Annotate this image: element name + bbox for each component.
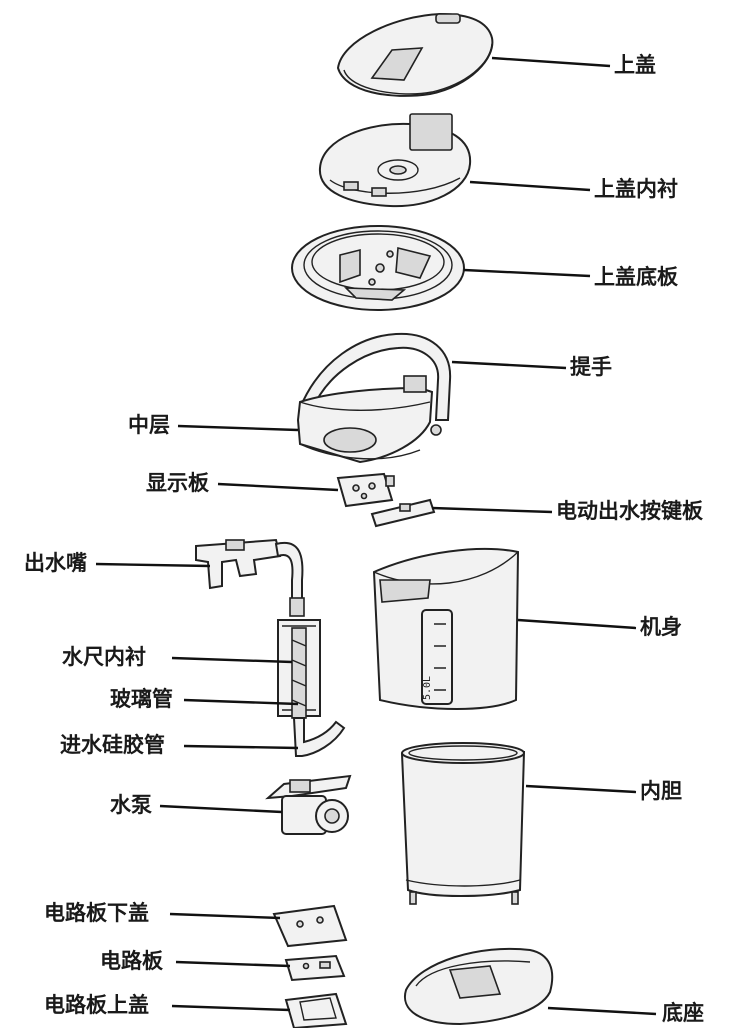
pcb-part [284,954,346,982]
spout-part [195,538,305,617]
leader-lid-base-plate [463,268,591,278]
lid-base-plate-part [291,225,465,311]
leader-base [547,1006,657,1016]
pcb-upper-cover-part [284,992,348,1028]
body-part [372,547,520,710]
pcb-lower-cover-part [272,904,348,948]
middle-layer-part [296,375,442,464]
leader-handle [451,360,567,370]
body-scale: 5.0L [422,676,433,700]
label-pcb-upper-cover: 电路板上盖 [44,993,149,1017]
label-display-board: 显示板 [146,471,209,495]
leader-display-board [217,482,339,492]
leader-pump [159,804,283,814]
glass-tube-part [291,627,307,719]
lid-liner-part [318,113,472,208]
label-base: 底座 [662,1001,704,1025]
leader-glass-tube [183,698,299,706]
label-body: 机身 [640,615,682,639]
leader-pcb-lower-cover [169,912,281,920]
leader-body [517,618,637,630]
scale-mark-5l: 5.0L [422,676,433,700]
label-pcb: 电路板 [100,949,163,973]
leader-spout [95,562,211,568]
leader-top-lid [491,56,611,68]
label-pcb-lower-cover: 电路板下盖 [44,901,149,925]
leader-lines [95,56,657,1016]
leader-electric-key-board [431,506,553,514]
handle-part [298,332,452,421]
label-handle: 提手 [570,355,612,379]
label-spout: 出水嘴 [24,551,87,575]
label-lid-liner: 上盖内衬 [594,177,678,201]
label-inlet-hose: 进水硅胶管 [60,733,165,757]
leader-middle-layer [177,424,299,432]
leader-gauge-liner [171,656,293,664]
label-lid-base-plate: 上盖底板 [594,265,678,289]
leader-inner-pot [525,784,637,794]
leader-lid-liner [469,180,591,192]
label-inner-pot: 内胆 [640,779,682,803]
leader-pcb [175,960,291,968]
inlet-hose-part [292,717,346,757]
label-electric-key-board: 电动出水按键板 [556,499,703,523]
label-gauge-liner: 水尺内衬 [62,645,146,669]
display-board-part [336,472,395,508]
label-pump: 水泵 [110,793,152,817]
label-top-lid: 上盖 [614,53,656,77]
top-lid-part [336,12,494,97]
label-glass-tube: 玻璃管 [110,687,173,711]
pump-part [265,774,352,835]
label-middle-layer: 中层 [128,413,170,437]
leader-pcb-upper-cover [171,1004,291,1012]
electric-key-board-part [370,498,436,528]
inner-pot-part [400,742,526,905]
leader-inlet-hose [183,744,299,750]
base-part [403,947,554,1026]
